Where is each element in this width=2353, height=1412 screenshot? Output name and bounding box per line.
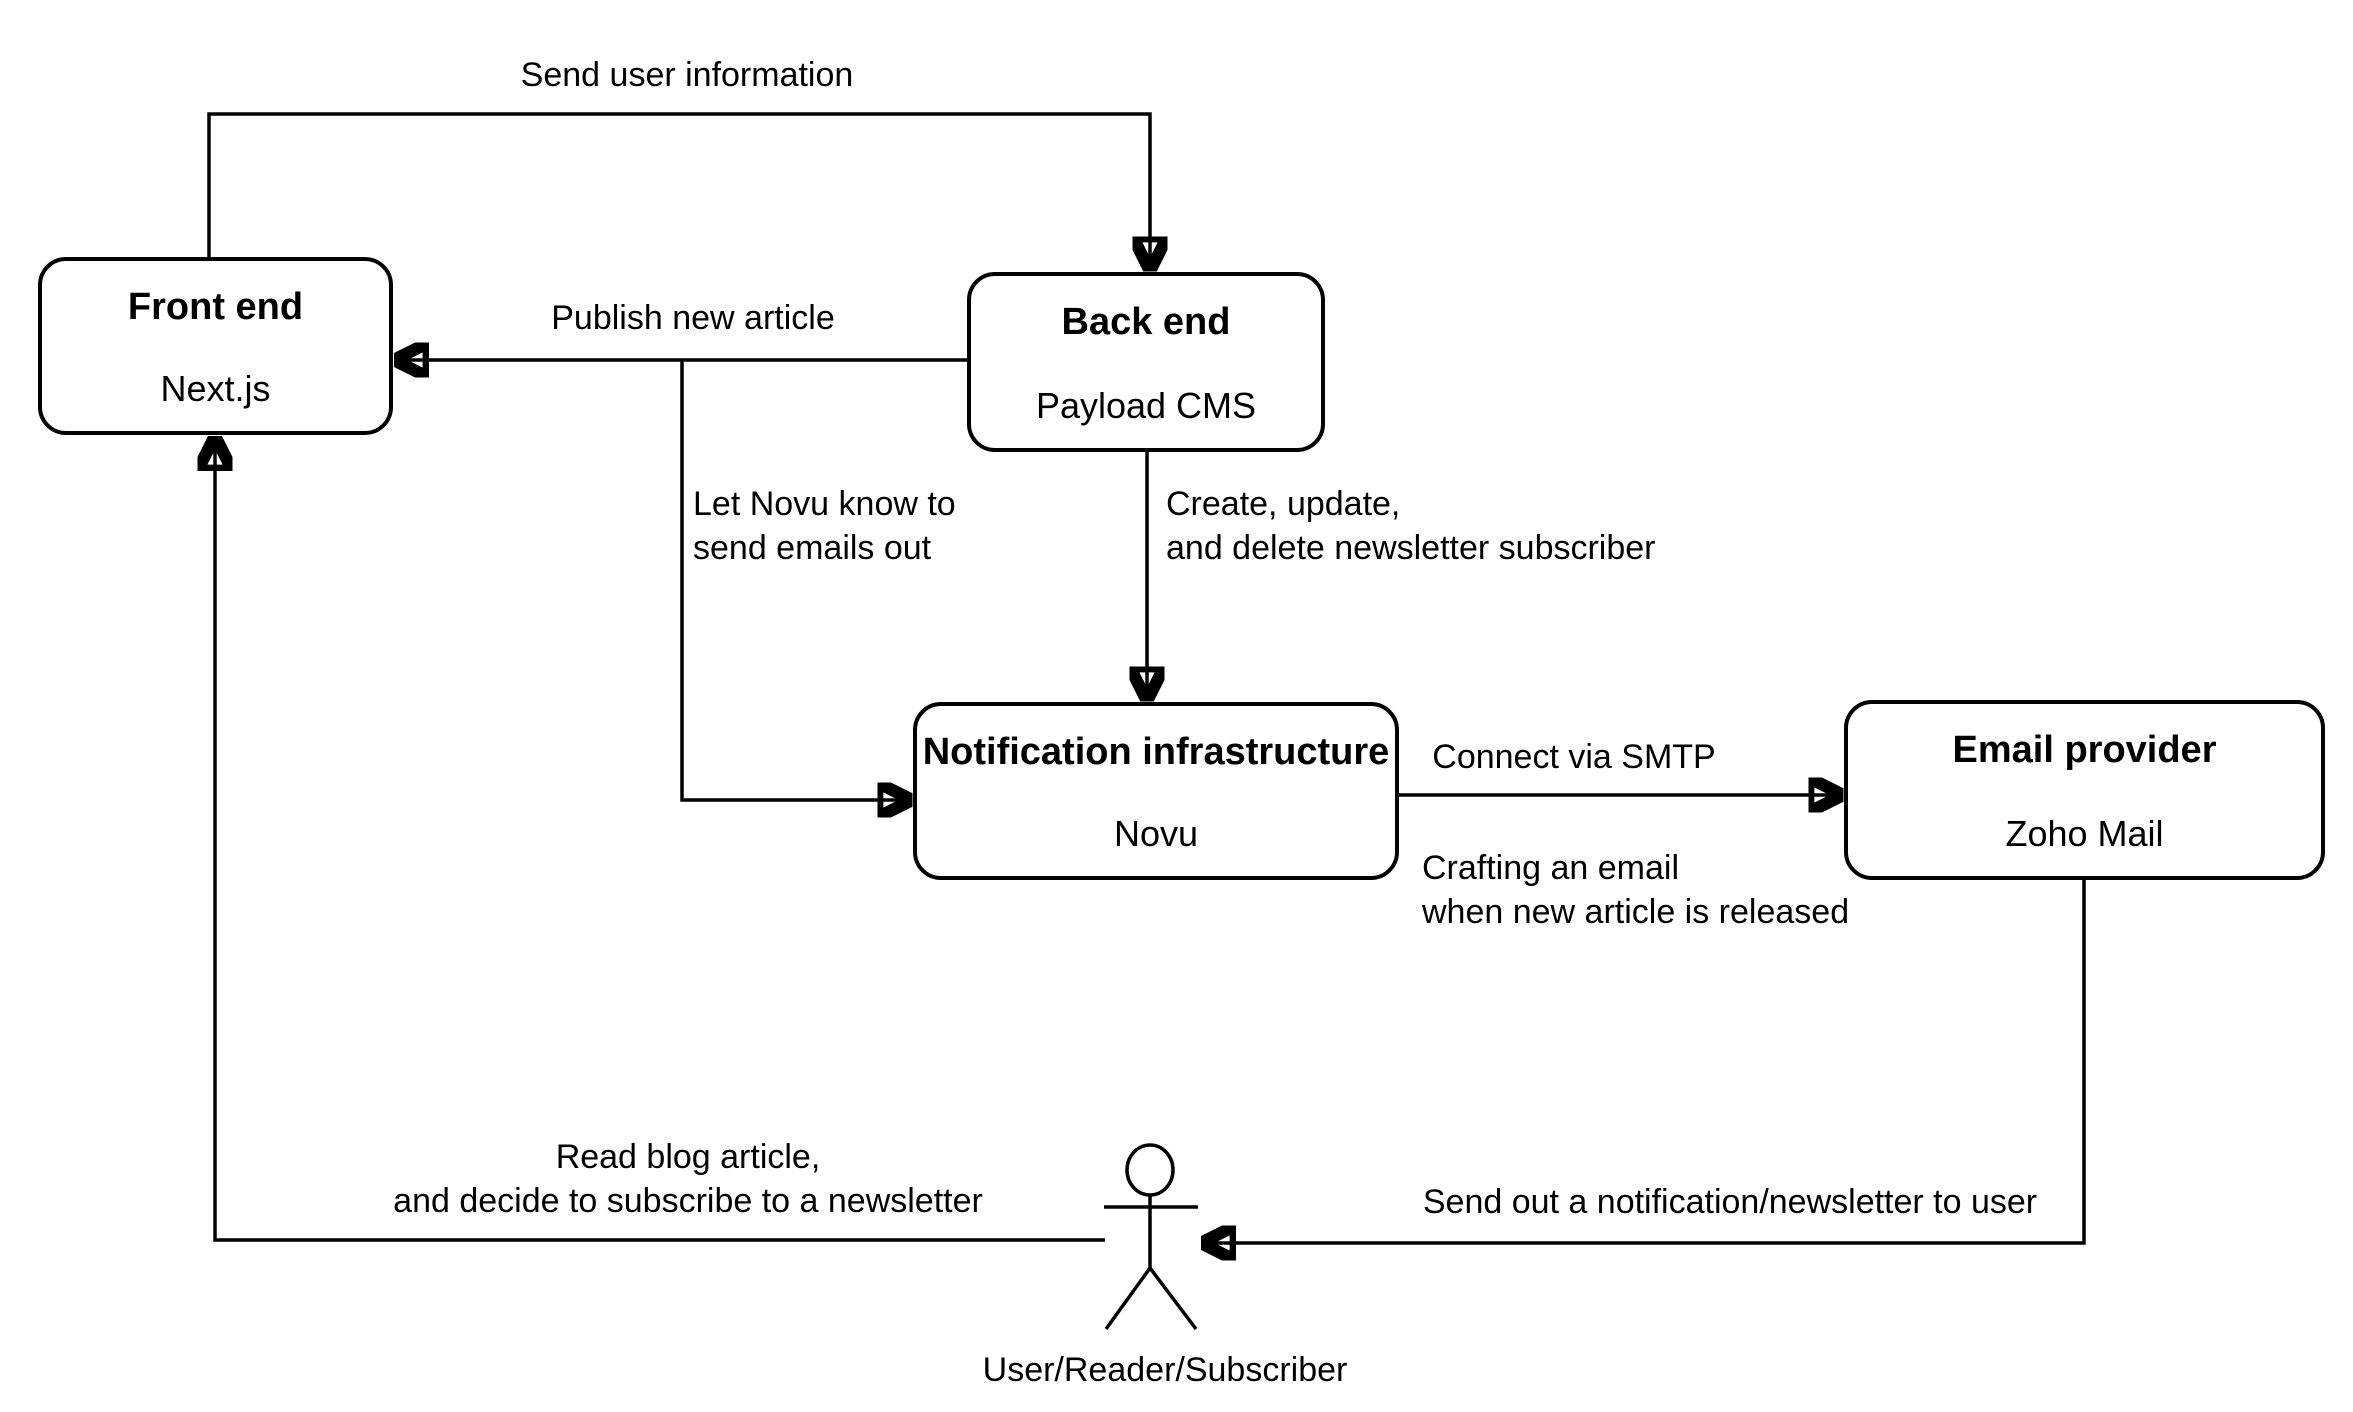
edge-email-to-user <box>1206 880 2086 1243</box>
label-let-novu-know-line1: Let Novu know to <box>693 485 956 523</box>
actor-figure <box>1104 1143 1198 1331</box>
edge-backend-to-novu-branch <box>680 360 907 800</box>
label-send-user-information: Send user information <box>520 56 854 94</box>
node-back-end: Back end Payload CMS <box>967 272 1325 452</box>
edge-user-to-frontend <box>215 441 1105 1242</box>
label-crafting-email: Crafting an email when new article is re… <box>1422 846 1849 934</box>
node-front-end: Front end Next.js <box>38 257 393 435</box>
node-email-provider-title: Email provider <box>1952 729 2217 771</box>
node-front-end-title: Front end <box>127 286 304 328</box>
label-crafting-email-line1: Crafting an email <box>1422 849 1680 887</box>
node-back-end-title: Back end <box>1061 301 1231 343</box>
label-crud-subscriber-line2: and delete newsletter subscriber <box>1166 529 1656 567</box>
actor-left-leg <box>1104 1266 1152 1331</box>
label-crud-subscriber-line1: Create, update, <box>1166 485 1401 523</box>
node-notification-infrastructure: Notification infrastructure Novu <box>913 702 1399 880</box>
label-publish-new-article: Publish new article <box>551 299 835 337</box>
label-let-novu-know: Let Novu know to send emails out <box>693 482 956 570</box>
node-front-end-subtitle: Next.js <box>160 368 271 409</box>
label-read-blog-line1: Read blog article, <box>555 1138 821 1176</box>
node-notification-subtitle: Novu <box>1113 813 1199 854</box>
label-actor: User/Reader/Subscriber <box>982 1351 1348 1389</box>
node-notification-title: Notification infrastructure <box>922 731 1390 773</box>
node-back-end-subtitle: Payload CMS <box>1035 385 1257 426</box>
node-email-provider: Email provider Zoho Mail <box>1844 700 2325 880</box>
actor-right-leg <box>1148 1266 1198 1331</box>
label-crud-subscriber: Create, update, and delete newsletter su… <box>1166 482 1656 570</box>
label-crafting-email-line2: when new article is released <box>1422 893 1850 931</box>
label-read-blog-line2: and decide to subscribe to a newsletter <box>393 1182 983 1220</box>
label-send-notification: Send out a notification/newsletter to us… <box>1422 1183 2038 1221</box>
label-connect-smtp: Connect via SMTP <box>1432 738 1716 776</box>
node-email-provider-subtitle: Zoho Mail <box>2005 813 2164 854</box>
label-let-novu-know-line2: send emails out <box>693 529 932 567</box>
actor-head <box>1125 1143 1175 1197</box>
label-read-blog: Read blog article, and decide to subscri… <box>393 1135 983 1223</box>
edge-frontend-to-backend <box>207 112 1150 266</box>
